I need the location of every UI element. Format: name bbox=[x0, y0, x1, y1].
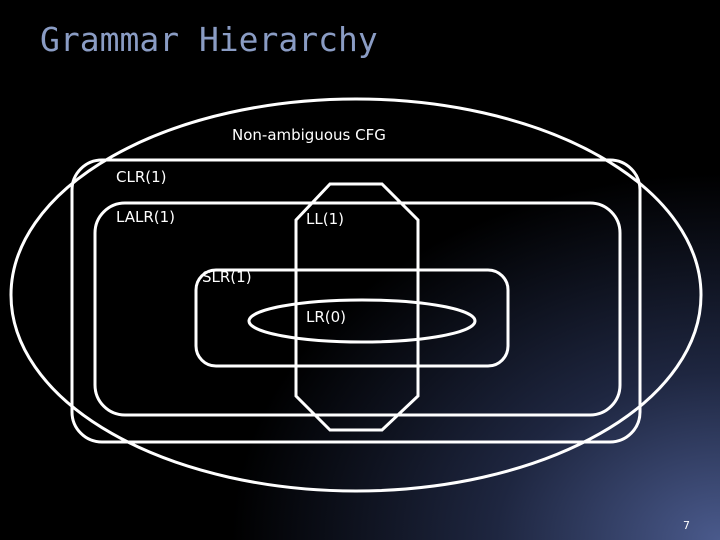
label-lalr1: LALR(1) bbox=[116, 208, 175, 226]
label-lr0: LR(0) bbox=[306, 308, 347, 326]
clr1-region bbox=[70, 158, 642, 444]
lr0-ellipse bbox=[247, 298, 477, 344]
label-slr1: SLR(1) bbox=[202, 268, 252, 286]
label-non-ambiguous-cfg: Non-ambiguous CFG bbox=[232, 126, 386, 144]
slide-title: Grammar Hierarchy bbox=[40, 20, 378, 59]
label-ll1: LL(1) bbox=[306, 210, 344, 228]
page-number: 7 bbox=[683, 519, 690, 532]
ll1-region bbox=[294, 182, 420, 432]
label-clr1: CLR(1) bbox=[116, 168, 167, 186]
lalr1-region bbox=[93, 201, 622, 417]
non-ambiguous-cfg-ellipse bbox=[9, 97, 703, 493]
slr1-region bbox=[194, 268, 510, 368]
